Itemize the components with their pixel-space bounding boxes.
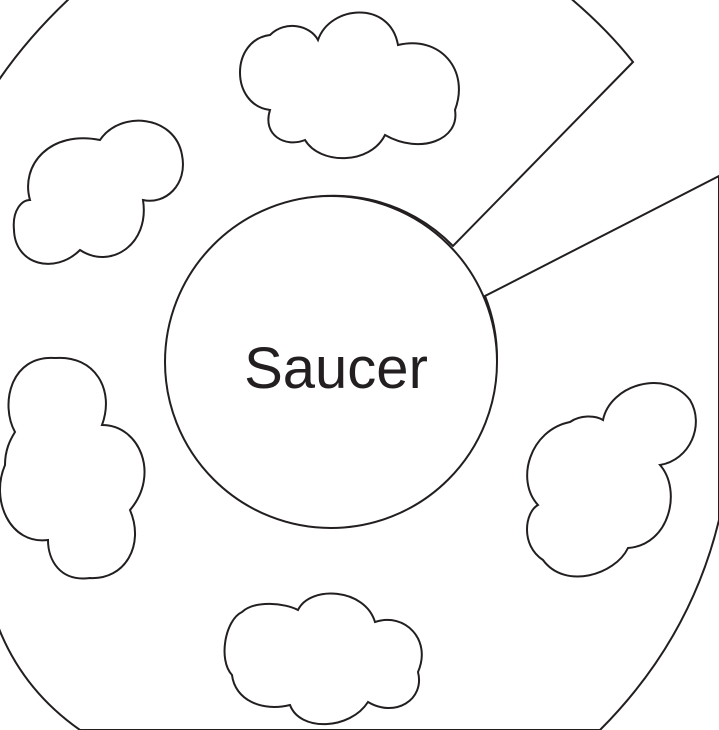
center-label: Saucer [244, 336, 428, 401]
